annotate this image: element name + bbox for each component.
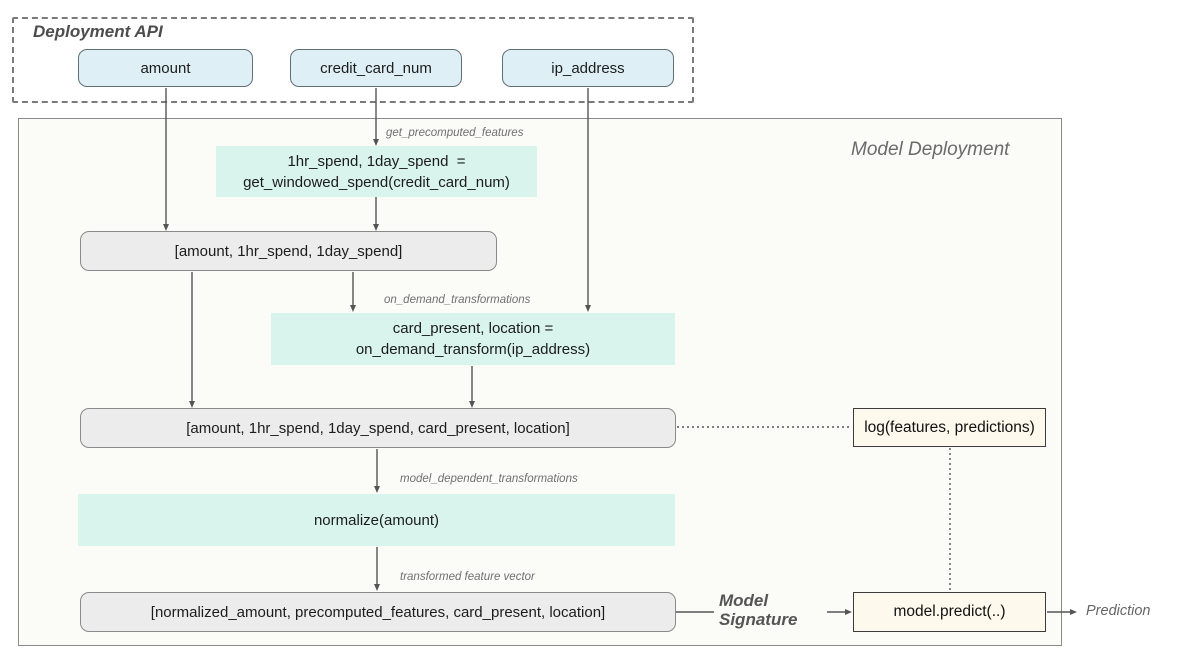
vector-box-3-label: [normalized_amount, precomputed_features… xyxy=(150,603,606,621)
annotation-model-dependent-transformations: model_dependent_transformations xyxy=(400,473,578,485)
input-box-amount-label: amount xyxy=(140,59,191,77)
input-box-credit-card-num-label: credit_card_num xyxy=(320,59,432,77)
vector-box-3: [normalized_amount, precomputed_features… xyxy=(80,592,676,632)
vector-box-2-label: [amount, 1hr_spend, 1day_spend, card_pre… xyxy=(186,419,570,437)
model-deployment-title: Model Deployment xyxy=(851,139,1010,160)
input-box-credit-card-num: credit_card_num xyxy=(290,49,462,87)
model-predict-box: model.predict(..) xyxy=(853,592,1046,632)
prediction-output-label: Prediction xyxy=(1086,603,1151,619)
annotation-get-precomputed-features: get_precomputed_features xyxy=(386,127,524,139)
model-deployment-group xyxy=(18,118,1062,646)
deployment-api-title: Deployment API xyxy=(33,22,163,41)
model-signature-label: Model Signature xyxy=(719,591,798,629)
vector-box-2: [amount, 1hr_spend, 1day_spend, card_pre… xyxy=(80,408,676,448)
get-windowed-spend-line2: get_windowed_spend(credit_card_num) xyxy=(243,173,510,191)
transform-box-on-demand-transform: card_present, location = on_demand_trans… xyxy=(271,313,675,365)
log-box: log(features, predictions) xyxy=(853,408,1046,447)
transform-box-normalize: normalize(amount) xyxy=(78,494,675,546)
model-predict-box-label: model.predict(..) xyxy=(893,603,1006,620)
input-box-ip-address: ip_address xyxy=(502,49,674,87)
transform-box-get-windowed-spend: 1hr_spend, 1day_spend = get_windowed_spe… xyxy=(216,146,537,197)
get-windowed-spend-line1: 1hr_spend, 1day_spend = xyxy=(287,152,466,170)
vector-box-1: [amount, 1hr_spend, 1day_spend] xyxy=(80,231,497,271)
input-box-amount: amount xyxy=(78,49,253,87)
on-demand-transform-line2: on_demand_transform(ip_address) xyxy=(355,341,591,358)
normalize-line1: normalize(amount) xyxy=(313,511,440,529)
annotation-on-demand-transformations: on_demand_transformations xyxy=(384,294,531,306)
input-box-ip-address-label: ip_address xyxy=(551,59,625,77)
on-demand-transform-line1: card_present, location = xyxy=(392,320,554,337)
log-box-label: log(features, predictions) xyxy=(864,418,1035,436)
annotation-transformed-feature-vector: transformed feature vector xyxy=(400,571,535,583)
vector-box-1-label: [amount, 1hr_spend, 1day_spend] xyxy=(174,242,403,260)
